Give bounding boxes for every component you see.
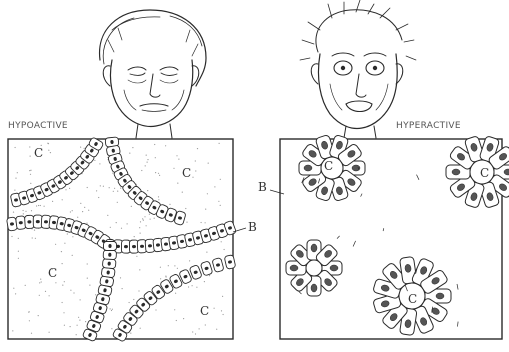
colloid-marker: C bbox=[200, 304, 209, 318]
columnar-follicle-cells bbox=[286, 134, 509, 335]
colloid-marker: C bbox=[48, 266, 57, 280]
vessel-pointer-right bbox=[270, 190, 284, 194]
vessel-marker: B bbox=[248, 220, 257, 234]
hypoactive-face-icon bbox=[100, 10, 206, 138]
follicle-cell bbox=[200, 261, 213, 276]
follicle-cell bbox=[212, 258, 224, 273]
follicle-cell bbox=[224, 255, 236, 270]
hyperactive-label: HYPERACTIVE bbox=[396, 121, 461, 131]
follicle-cell bbox=[103, 250, 116, 260]
colloid-marker: C bbox=[324, 159, 333, 173]
colloid-marker: C bbox=[34, 146, 43, 160]
follicle-cell bbox=[104, 242, 117, 251]
colloid-marker: C bbox=[408, 292, 417, 306]
colloid-marker: C bbox=[182, 166, 191, 180]
colloid-marker: C bbox=[480, 166, 489, 180]
hypoactive-label: HYPOACTIVE bbox=[8, 121, 68, 131]
hyperactive-face-icon bbox=[300, 0, 416, 138]
follicle-cell bbox=[24, 215, 34, 229]
vessel-marker: B bbox=[258, 180, 267, 194]
follicle-cell bbox=[102, 259, 116, 269]
